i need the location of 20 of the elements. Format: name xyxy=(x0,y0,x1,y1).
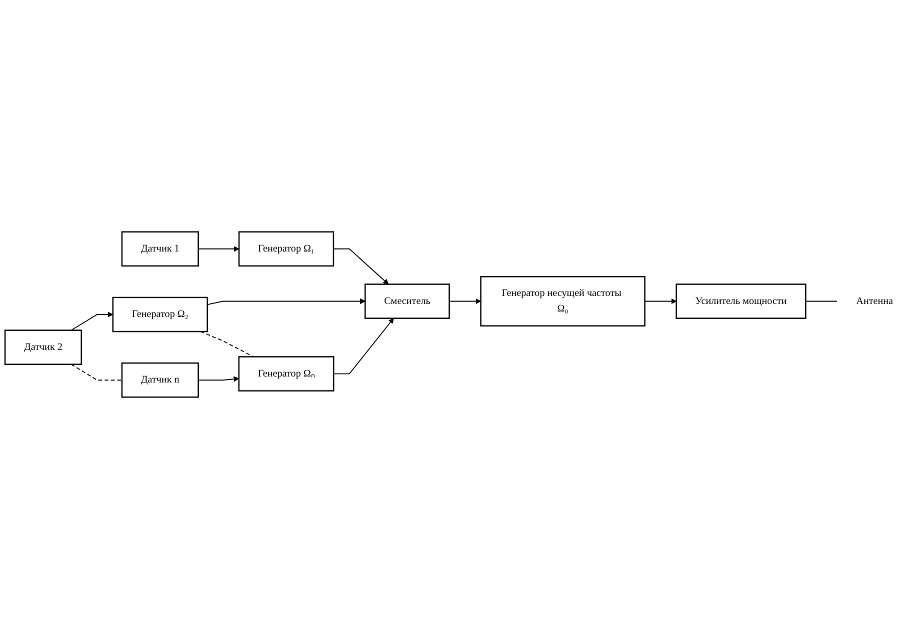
node-box: Датчик n xyxy=(121,362,199,398)
node-box: Генератор несущей частоты Ω₀ xyxy=(480,276,646,326)
connector xyxy=(70,364,122,381)
connector xyxy=(805,300,838,302)
node-box: Генератор Ω₁ xyxy=(238,231,334,267)
arrow xyxy=(206,298,366,306)
node-text: Антенна xyxy=(856,296,894,306)
node-box: Усилитель мощности xyxy=(676,284,806,319)
node-box: Генератор Ω₂ xyxy=(112,296,208,332)
arrow xyxy=(198,246,240,252)
arrow xyxy=(644,298,677,304)
node-box: Датчик 2 xyxy=(4,330,82,365)
arrow xyxy=(333,248,389,284)
node-box: Датчик 1 xyxy=(121,231,199,267)
node-box: Генератор Ωₙ xyxy=(238,356,334,392)
arrow xyxy=(333,318,394,374)
node-box: Смеситель xyxy=(364,284,450,319)
arrow xyxy=(198,376,240,382)
arrow xyxy=(448,298,482,304)
arrow xyxy=(70,312,114,331)
